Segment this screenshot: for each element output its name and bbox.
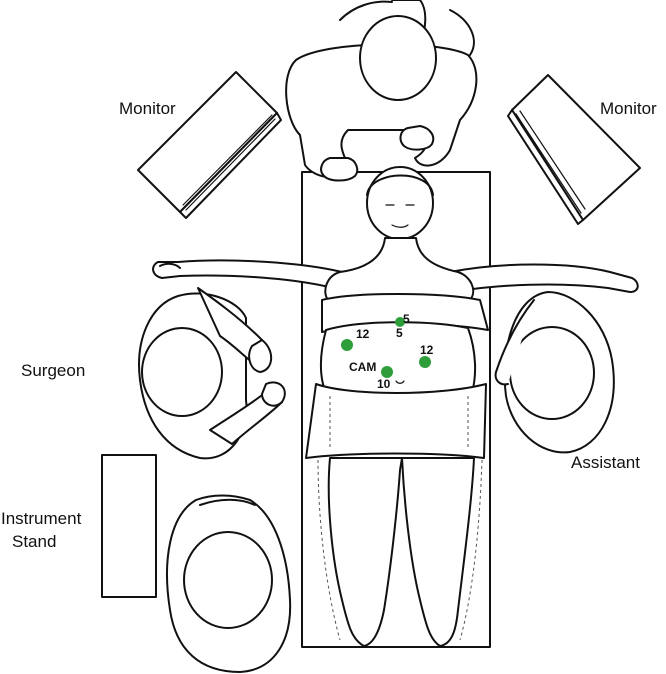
label-stand: Stand [12,532,56,551]
camera-port-mark [395,380,405,384]
person-assistant [494,291,615,454]
monitor-right [507,74,641,225]
label-instrument: Instrument [1,509,82,528]
port-markers [341,317,431,378]
port-marker-camera [381,366,393,378]
person-top [285,0,478,182]
port-label-top-a: 5 [403,312,410,326]
port-marker-right [419,356,431,368]
port-label-camera-10: 10 [377,377,391,391]
port-label-top-b: 5 [396,326,403,340]
port-marker-top [395,317,405,327]
monitor-left [137,71,282,219]
port-label-left-12: 12 [356,327,370,341]
person-scrub [166,494,292,673]
label-surgeon: Surgeon [21,361,85,380]
port-label-camera: CAM [349,360,376,374]
person-surgeon [138,287,286,460]
label-assistant: Assistant [571,453,640,472]
port-marker-left [341,339,353,351]
label-monitor-right: Monitor [600,99,657,118]
port-label-right-12: 12 [420,343,434,357]
patient [152,166,639,647]
instrument-stand [101,454,157,598]
label-monitor-left: Monitor [119,99,176,118]
